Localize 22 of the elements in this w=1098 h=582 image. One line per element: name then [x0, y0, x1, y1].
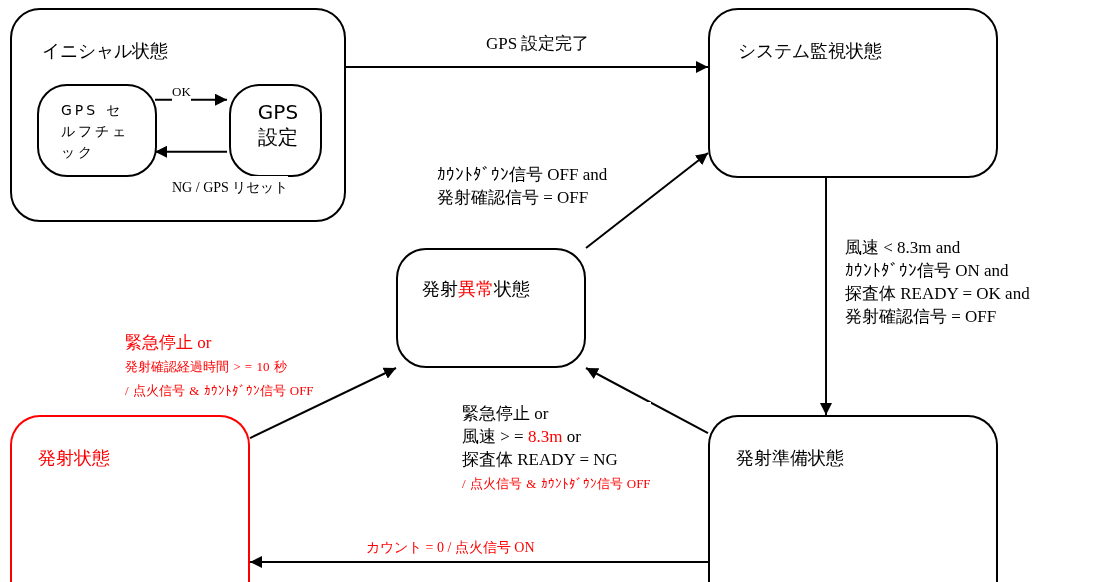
edge-label: ｶｳﾝﾄﾀﾞｳﾝ信号 OFF and 発射確認信号 = OFF: [437, 163, 608, 209]
transition-arrow: [154, 145, 228, 158]
state-name: イニシャル状態: [42, 40, 168, 63]
transition-arrow: [585, 152, 709, 249]
transition-arrow: [585, 367, 709, 435]
transition-arrow: [249, 555, 709, 568]
edge-label: GPS 設定完了: [486, 32, 590, 55]
state-name: 発射異常状態: [422, 278, 530, 301]
state-box: [10, 415, 250, 582]
edge-label: 風速 < 8.3m and ｶｳﾝﾄﾀﾞｳﾝ信号 ON and 探査体 READY = OK and 発射確認信号 = OFF: [845, 236, 1030, 328]
state-name: 発射準備状態: [736, 447, 844, 470]
state-name: GPS 設定: [256, 100, 300, 150]
state-name: 発射状態: [38, 447, 110, 470]
state-name: システム監視状態: [738, 40, 882, 63]
state-box: [708, 8, 998, 178]
transition-arrow: [345, 61, 709, 73]
transition-arrow: [820, 177, 833, 416]
state-box: [396, 248, 586, 368]
substate-box: [37, 84, 157, 177]
transition-arrow: [154, 93, 228, 106]
transition-arrow: [249, 367, 397, 440]
state-box: [708, 415, 998, 582]
